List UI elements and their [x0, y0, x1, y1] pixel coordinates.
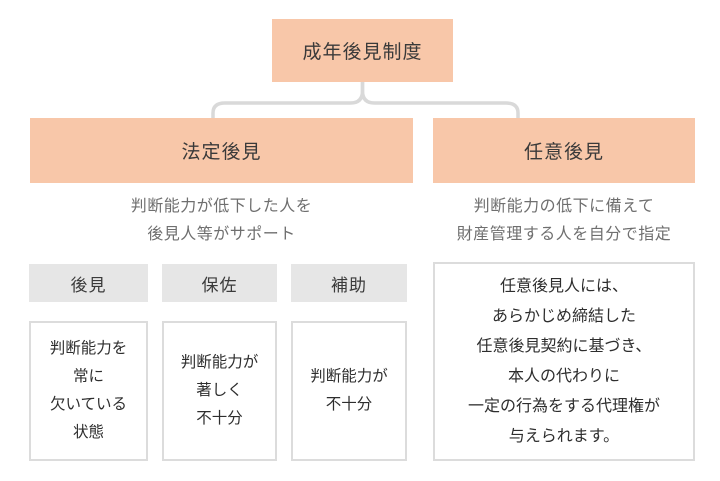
- type-body-hosa: 判断能力が 著しく 不十分: [162, 321, 277, 461]
- branch-node-legal-guardianship: 法定後見: [30, 118, 413, 183]
- voluntary-guardianship-description: 判断能力の低下に備えて 財産管理する人を自分で指定: [456, 198, 672, 243]
- type-header-hojo: 補助: [291, 264, 407, 302]
- branch-node-voluntary-guardianship: 任意後見: [433, 118, 695, 183]
- type-header-koken: 後見: [29, 264, 148, 302]
- type-body-hojo: 判断能力が 不十分: [291, 321, 407, 461]
- type-header-koken-label: 後見: [70, 275, 107, 295]
- type-header-hosa-label: 保佐: [201, 275, 238, 295]
- type-header-hosa: 保佐: [162, 264, 277, 302]
- type-header-hojo-label: 補助: [331, 275, 367, 295]
- type-body-koken: 判断能力を 常に 欠いている 状態: [29, 321, 148, 461]
- branch-legal-label: 法定後見: [181, 142, 262, 163]
- legal-guardianship-description: 判断能力が低下した人を 後見人等がサポート: [130, 198, 313, 243]
- root-node-adult-guardianship: 成年後見制度: [272, 19, 453, 82]
- root-node-label: 成年後見制度: [302, 42, 423, 63]
- branch-voluntary-label: 任意後見: [523, 142, 604, 163]
- voluntary-guardianship-detail-box: 任意後見人には、 あらかじめ締結した 任意後見契約に基づき、 本人の代わりに 一…: [433, 262, 695, 461]
